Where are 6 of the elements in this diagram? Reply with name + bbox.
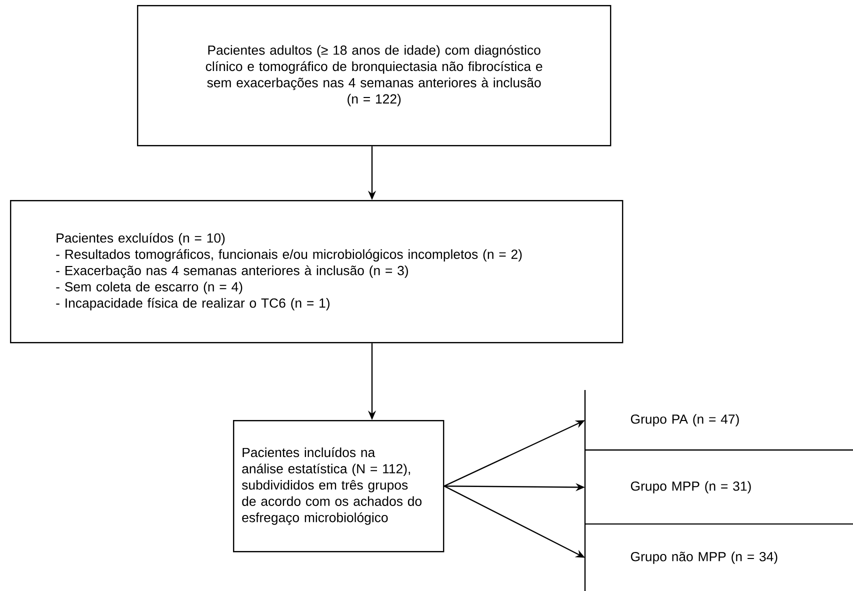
exclusion-box: Pacientes excluídos (n = 10) - Resultados tomográficos, funcionais e/ou microbiológicos incompletos (n = 2) - Exacerbação nas 4 semanas anteriores à inclusão (n = 3) - Sem coleta de escarro (n = 4) - Incapacidade física de realizar o TC6 (n = 1) [10,200,624,344]
group-row: Grupo não MPP (n = 34) [584,524,778,591]
group-row: Grupo PA (n = 47) [584,390,853,451]
inclusion-box: Pacientes adultos (≥ 18 anos de idade) com diagnóstico clínico e tomográfico de bronquiectasia não fibrocística e sem exacerbações nas 4 semanas anteriores à inclusão (n = 122) [137,5,612,146]
analysis-box: Pacientes incluídos na análise estatística (N = 112), subdivididos em três grupos de acordo com os achados do esfregaço microbiológico [233,420,444,552]
group-row: Grupo MPP (n = 31) [584,450,853,525]
